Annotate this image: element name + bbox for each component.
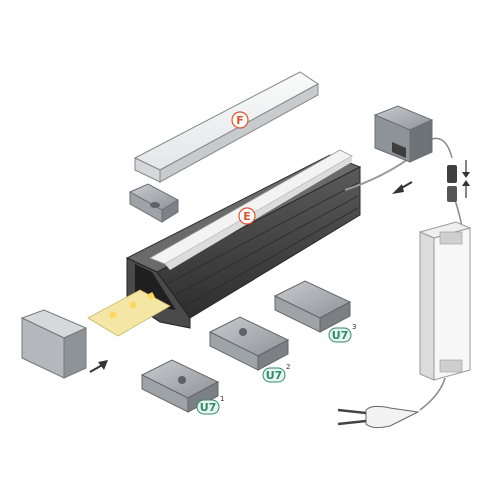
cover-label: F xyxy=(236,114,244,127)
clip-code: U7 xyxy=(332,329,349,342)
aluminium-profile: E xyxy=(125,149,362,329)
clip-index: 1 xyxy=(220,395,224,403)
arrow-down-icon xyxy=(462,160,470,178)
arrow-down-left-icon xyxy=(392,181,413,194)
cover-f: F xyxy=(133,71,319,183)
mounting-bracket xyxy=(128,183,179,223)
diffuser-label: E xyxy=(243,210,251,223)
end-cap-front xyxy=(20,309,88,379)
clip-code: U7 xyxy=(200,401,217,414)
clip-index: 3 xyxy=(352,323,356,331)
end-cap-back xyxy=(373,105,434,163)
connector xyxy=(447,165,457,202)
clip-u7-3: U7 3 xyxy=(273,280,356,343)
clip-u7-1: U7 1 xyxy=(140,359,224,415)
diffuser-label-circle xyxy=(238,207,256,225)
arrow-right-icon xyxy=(89,360,108,373)
cover-label-circle xyxy=(231,111,249,129)
power-supply xyxy=(418,221,472,381)
clip-code: U7 xyxy=(266,369,283,382)
power-plug-icon xyxy=(337,405,420,429)
clip-u7-2: U7 2 xyxy=(208,316,290,383)
arrow-up-icon xyxy=(462,180,470,198)
clip-index: 2 xyxy=(286,363,290,371)
led-strip xyxy=(87,289,171,337)
clip-badge xyxy=(328,327,352,343)
clip-badge xyxy=(196,399,220,415)
clip-badge xyxy=(262,367,286,383)
